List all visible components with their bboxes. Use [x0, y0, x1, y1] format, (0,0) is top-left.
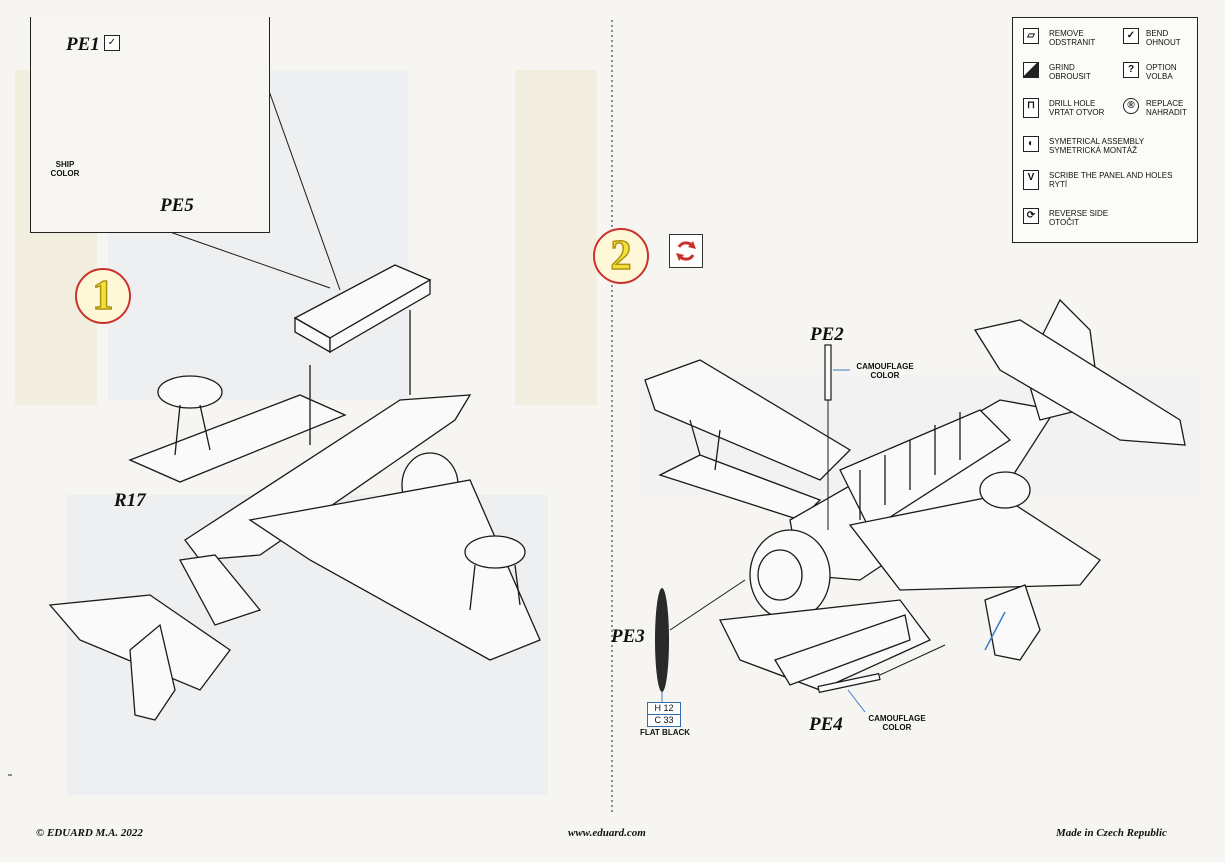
camouflage-color-label-1: CAMOUFLAGE COLOR	[856, 362, 914, 380]
website-url: www.eduard.com	[568, 827, 646, 839]
paint-code-c: C 33	[654, 715, 674, 725]
legend-item-symetrical: ◐ SYMETRICAL ASSEMBLY SYMETRICKÁ MONTÁŽ	[1013, 134, 1197, 162]
replace-icon: ®	[1123, 98, 1139, 114]
legend-item-remove: ▱ REMOVE ODSTRANIT ✓ BEND OHNOUT	[1013, 26, 1197, 54]
pe5-label: PE5	[160, 195, 194, 216]
inset-leader-line	[257, 59, 341, 291]
step-2-marker: 2	[593, 228, 649, 284]
step2-aircraft-drawing	[644, 298, 1186, 691]
pe3-label: PE3	[611, 626, 645, 647]
ghost-strip	[515, 70, 597, 405]
reverse-side-icon: ⟳	[1023, 208, 1039, 224]
legend-text-drill: DRILL HOLE VRTAT OTVOR	[1049, 99, 1105, 117]
bend-icon: ✓	[1123, 28, 1139, 44]
bend-icon: ✓	[104, 35, 120, 51]
remove-icon: ▱	[1023, 28, 1039, 44]
step1-aircraft-drawing	[48, 264, 541, 721]
pe3-propeller-drawing	[655, 588, 669, 692]
pe1-label: PE1	[66, 34, 100, 55]
grind-icon	[1023, 62, 1039, 78]
legend-text-remove: REMOVE ODSTRANIT	[1049, 29, 1096, 47]
legend-text-scribe: SCRIBE THE PANEL AND HOLES RYTÍ	[1049, 171, 1173, 189]
legend-item-scribe: V SCRIBE THE PANEL AND HOLES RYTÍ	[1013, 168, 1197, 196]
symetrical-assembly-icon: ◐	[1023, 136, 1039, 152]
legend-text-option: OPTION VOLBA	[1146, 63, 1177, 81]
ship-color-label: SHIP COLOR	[50, 160, 80, 178]
copyright-text: © EDUARD M.A. 2022	[36, 827, 143, 839]
legend-text-replace: REPLACE NAHRADIT	[1146, 99, 1187, 117]
symbol-legend: ▱ REMOVE ODSTRANIT ✓ BEND OHNOUT GRIND O…	[1012, 17, 1198, 243]
reverse-side-icon	[669, 234, 703, 268]
paint-code-h: H 12	[648, 703, 680, 715]
pe4-label: PE4	[809, 714, 843, 735]
pe2-part-drawing	[824, 344, 832, 401]
r17-label: R17	[114, 490, 146, 511]
legend-text-symetrical: SYMETRICAL ASSEMBLY SYMETRICKÁ MONTÁŽ	[1049, 137, 1145, 155]
detail-inset-frame	[30, 17, 270, 233]
pe4-part-drawing	[817, 672, 881, 694]
camouflage-color-label-2: CAMOUFLAGE COLOR	[868, 714, 926, 732]
legend-text-bend: BEND OHNOUT	[1146, 29, 1181, 47]
made-in-text: Made in Czech Republic	[1056, 827, 1167, 839]
scribe-icon: V	[1023, 170, 1039, 190]
legend-item-grind: GRIND OBROUSIT ? OPTION VOLBA	[1013, 60, 1197, 88]
legend-text-grind: GRIND OBROUSIT	[1049, 63, 1091, 81]
drill-hole-icon: ⊓	[1023, 98, 1039, 118]
step-1-marker: 1	[75, 268, 131, 324]
legend-item-drill: ⊓ DRILL HOLE VRTAT OTVOR ® REPLACE NAHRA…	[1013, 96, 1197, 124]
pe2-label: PE2	[810, 324, 844, 345]
legend-item-reverse: ⟳ REVERSE SIDE OTOČIT	[1013, 206, 1197, 234]
flat-black-label: FLAT BLACK	[639, 728, 691, 737]
paint-code-box: H 12 C 33	[647, 702, 681, 727]
legend-text-reverse: REVERSE SIDE OTOČIT	[1049, 209, 1109, 227]
option-icon: ?	[1123, 62, 1139, 78]
